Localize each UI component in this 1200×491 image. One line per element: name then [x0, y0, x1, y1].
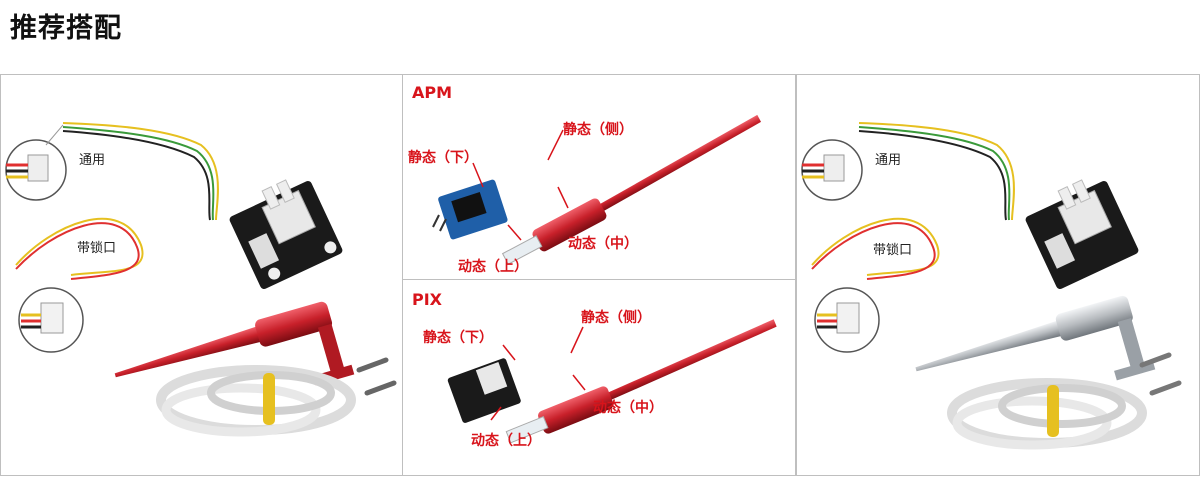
apm-dynamic-top: 动态（上）	[458, 259, 528, 275]
label-general: 通用	[875, 153, 902, 168]
annotation-arrows	[472, 129, 586, 421]
pix-sensor-board	[447, 358, 521, 423]
label-general: 通用	[79, 153, 106, 168]
section-pix: PIX	[412, 290, 443, 309]
pix-static-bottom: 静态（下）	[423, 330, 493, 346]
wiring-illustration	[432, 114, 777, 444]
apm-static-side: 静态（侧）	[563, 122, 633, 138]
apm-static-bottom: 静态（下）	[408, 150, 478, 166]
sensor-board	[1025, 179, 1139, 289]
silicone-tube-coil	[156, 365, 356, 437]
apm-pitot-tube	[501, 114, 762, 265]
sensor-board	[229, 179, 343, 289]
right-product-illustration	[801, 122, 1182, 450]
label-lock: 带锁口	[77, 241, 117, 256]
left-product-panel: 通用 带锁口	[0, 74, 403, 476]
apm-dynamic-mid: 动态（中）	[568, 236, 638, 252]
section-divider	[403, 279, 795, 280]
wiring-guide-panel: APM 静态（侧） 静态（下） 动态（中） 动态（上） PIX 静态（侧） 静态…	[402, 74, 796, 476]
apm-sensor-board	[432, 179, 508, 240]
pitot-tube-silver	[915, 295, 1156, 381]
left-product-illustration	[5, 122, 397, 437]
pix-dynamic-mid: 动态（中）	[593, 400, 663, 416]
silicone-tube-coil	[947, 378, 1147, 450]
label-lock: 带锁口	[873, 243, 913, 258]
pix-dynamic-top: 动态（上）	[471, 433, 541, 449]
page-title: 推荐搭配	[10, 13, 122, 44]
wire-bundle	[858, 122, 1015, 221]
section-apm: APM	[412, 83, 453, 102]
right-product-panel: 通用 带锁口	[796, 74, 1200, 476]
screw-pair	[356, 357, 397, 396]
pix-static-side: 静态（侧）	[581, 310, 651, 326]
wire-bundle	[62, 122, 219, 221]
screw-pair	[1139, 352, 1182, 396]
pix-pitot-tube	[505, 319, 777, 444]
